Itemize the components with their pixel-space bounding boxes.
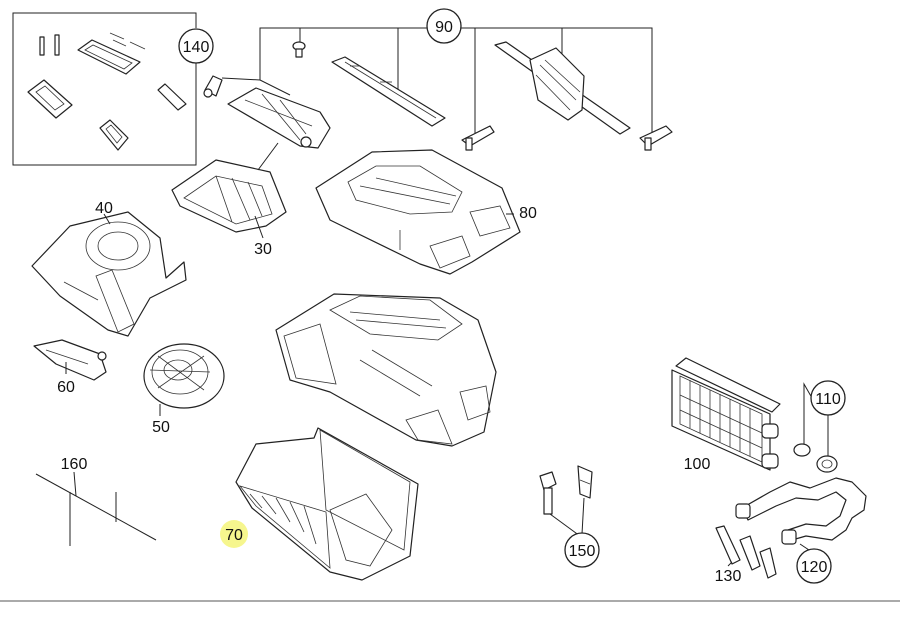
screw-part	[292, 41, 306, 58]
filter-housing-30	[171, 142, 287, 239]
blower-housing-40	[31, 211, 187, 337]
connector-part	[203, 75, 223, 98]
housing-top-part	[227, 87, 331, 149]
seals-110	[793, 382, 838, 473]
label-60: 60	[57, 379, 75, 396]
wire-harness-160	[35, 471, 157, 546]
label-80: 80	[519, 205, 537, 222]
rail-part	[331, 56, 446, 127]
distribution-housing-80	[315, 149, 521, 275]
label-130: 130	[715, 568, 742, 585]
label-160: 160	[61, 456, 88, 473]
callout-120	[796, 548, 832, 584]
blower-motor-50	[143, 343, 225, 416]
label-30: 30	[254, 241, 272, 258]
callout-110	[810, 380, 846, 416]
main-housing	[275, 293, 497, 447]
lever-part-b	[639, 125, 673, 151]
label-120: 120	[801, 559, 828, 576]
kit-box-140	[12, 12, 197, 166]
fasteners-150	[539, 465, 593, 537]
label-50: 50	[152, 419, 170, 436]
lower-housing-70	[235, 427, 419, 581]
callout-150	[564, 532, 600, 568]
label-70[interactable]: 70	[225, 527, 243, 544]
brackets-130	[715, 525, 777, 579]
grille-part	[494, 41, 631, 135]
label-150: 150	[569, 543, 596, 560]
label-110: 110	[815, 391, 841, 408]
label-40: 40	[95, 200, 113, 217]
hoses-120	[735, 477, 867, 553]
heater-core-100	[671, 357, 781, 471]
callout-140	[178, 28, 214, 64]
lever-part-a	[461, 125, 495, 151]
highlight-70	[220, 520, 248, 548]
callout-90	[426, 8, 462, 44]
actuator-60	[33, 339, 107, 381]
label-100: 100	[684, 456, 711, 473]
label-140: 140	[183, 39, 210, 56]
label-90: 90	[435, 19, 453, 36]
